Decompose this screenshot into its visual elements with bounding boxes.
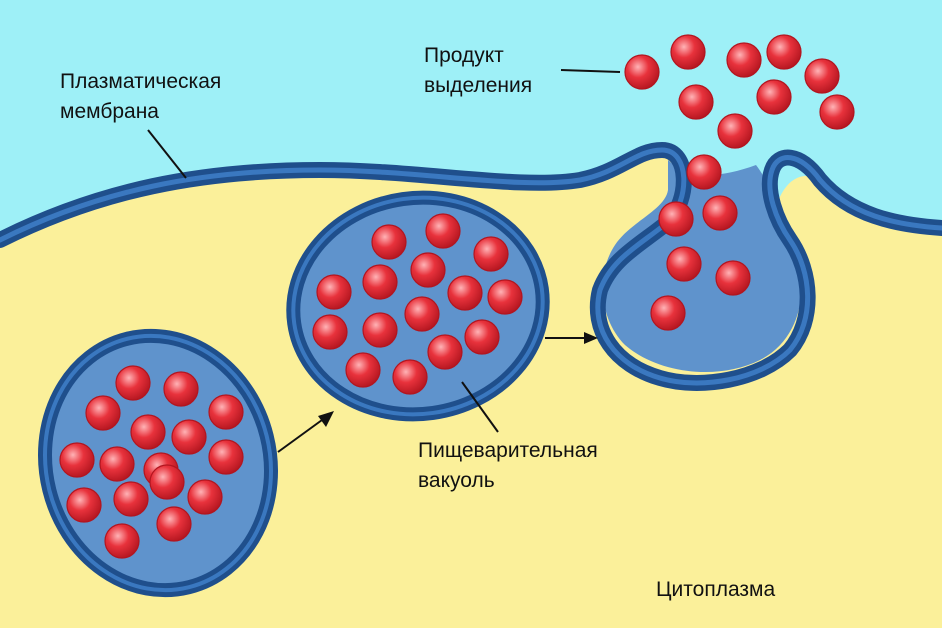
product-label: Продукт выделения (424, 44, 532, 97)
particle-vacuole-left-2 (163, 371, 199, 407)
particle-vacuole-left-11 (66, 487, 102, 523)
particle-vacuole-middle-12 (464, 319, 500, 355)
particle-vacuole-left-14 (187, 479, 223, 515)
particle-vacuole-middle-6 (410, 252, 446, 288)
membrane-label: Плазматическая мембрана (60, 70, 227, 123)
particle-vacuole-middle-11 (404, 296, 440, 332)
particle-vacuole-middle-5 (362, 264, 398, 300)
particle-vacuole-left-4 (208, 394, 244, 430)
particle-vesicle-5 (715, 260, 751, 296)
particle-released-2 (726, 42, 762, 78)
particle-vacuole-left-6 (171, 419, 207, 455)
membrane-label-line-2: мембрана (60, 100, 159, 123)
particle-released-7 (756, 79, 792, 115)
particle-vacuole-left-12 (113, 481, 149, 517)
particle-vesicle-4 (666, 246, 702, 282)
arrow-left-to-middle (277, 411, 334, 453)
particle-vacuole-left-13 (149, 464, 185, 500)
vacuole-middle-rim (291, 195, 545, 417)
cytoplasm-label: Цитоплазма (656, 578, 775, 601)
particle-vacuole-middle-15 (427, 334, 463, 370)
particle-vacuole-middle-1 (371, 224, 407, 260)
particle-vacuole-left-15 (104, 523, 140, 559)
particle-released-9 (717, 113, 753, 149)
vacuole-left-rim (43, 333, 273, 593)
particle-vesicle-2 (658, 201, 694, 237)
particle-vacuole-middle-14 (392, 359, 428, 395)
particle-vacuole-middle-10 (362, 312, 398, 348)
particle-released-4 (624, 54, 660, 90)
product-label-line-2: выделения (424, 74, 532, 97)
arrow-middle-to-right (545, 332, 598, 344)
particle-vacuole-left-16 (156, 506, 192, 542)
plasma-membrane-highlight (0, 147, 942, 386)
vacuole-label-line-2: вакуоль (418, 469, 495, 492)
particle-vesicle-6 (650, 295, 686, 331)
particle-vacuole-middle-13 (345, 352, 381, 388)
particle-vacuole-left-3 (85, 395, 121, 431)
particle-vacuole-middle-2 (425, 213, 461, 249)
particle-vesicle-1 (686, 154, 722, 190)
product-leader-line (560, 69, 621, 73)
particle-vacuole-left-10 (208, 439, 244, 475)
particle-vacuole-middle-8 (487, 279, 523, 315)
product-label-line-1: Продукт (424, 44, 504, 67)
particle-vacuole-middle-4 (316, 274, 352, 310)
vacuole-label-line-1: Пищеварительная (418, 439, 598, 462)
particle-vacuole-middle-9 (312, 314, 348, 350)
particle-vacuole-left-8 (99, 446, 135, 482)
particle-vesicle-3 (702, 195, 738, 231)
vacuole-label: Пищеварительная вакуоль (418, 439, 604, 492)
particle-vacuole-left-1 (115, 365, 151, 401)
particle-released-3 (766, 34, 802, 70)
membrane-label-line-1: Плазматическая (60, 70, 221, 93)
particle-released-8 (819, 94, 855, 130)
vacuole-leader-line (461, 381, 499, 433)
particle-released-5 (804, 58, 840, 94)
particle-vacuole-left-5 (130, 414, 166, 450)
membrane-leader-line (147, 129, 187, 179)
particle-vacuole-middle-3 (473, 236, 509, 272)
particle-vacuole-middle-7 (447, 275, 483, 311)
particles-layer (59, 34, 855, 559)
particle-released-1 (670, 34, 706, 70)
particle-released-6 (678, 84, 714, 120)
particle-vacuole-left-7 (59, 442, 95, 478)
